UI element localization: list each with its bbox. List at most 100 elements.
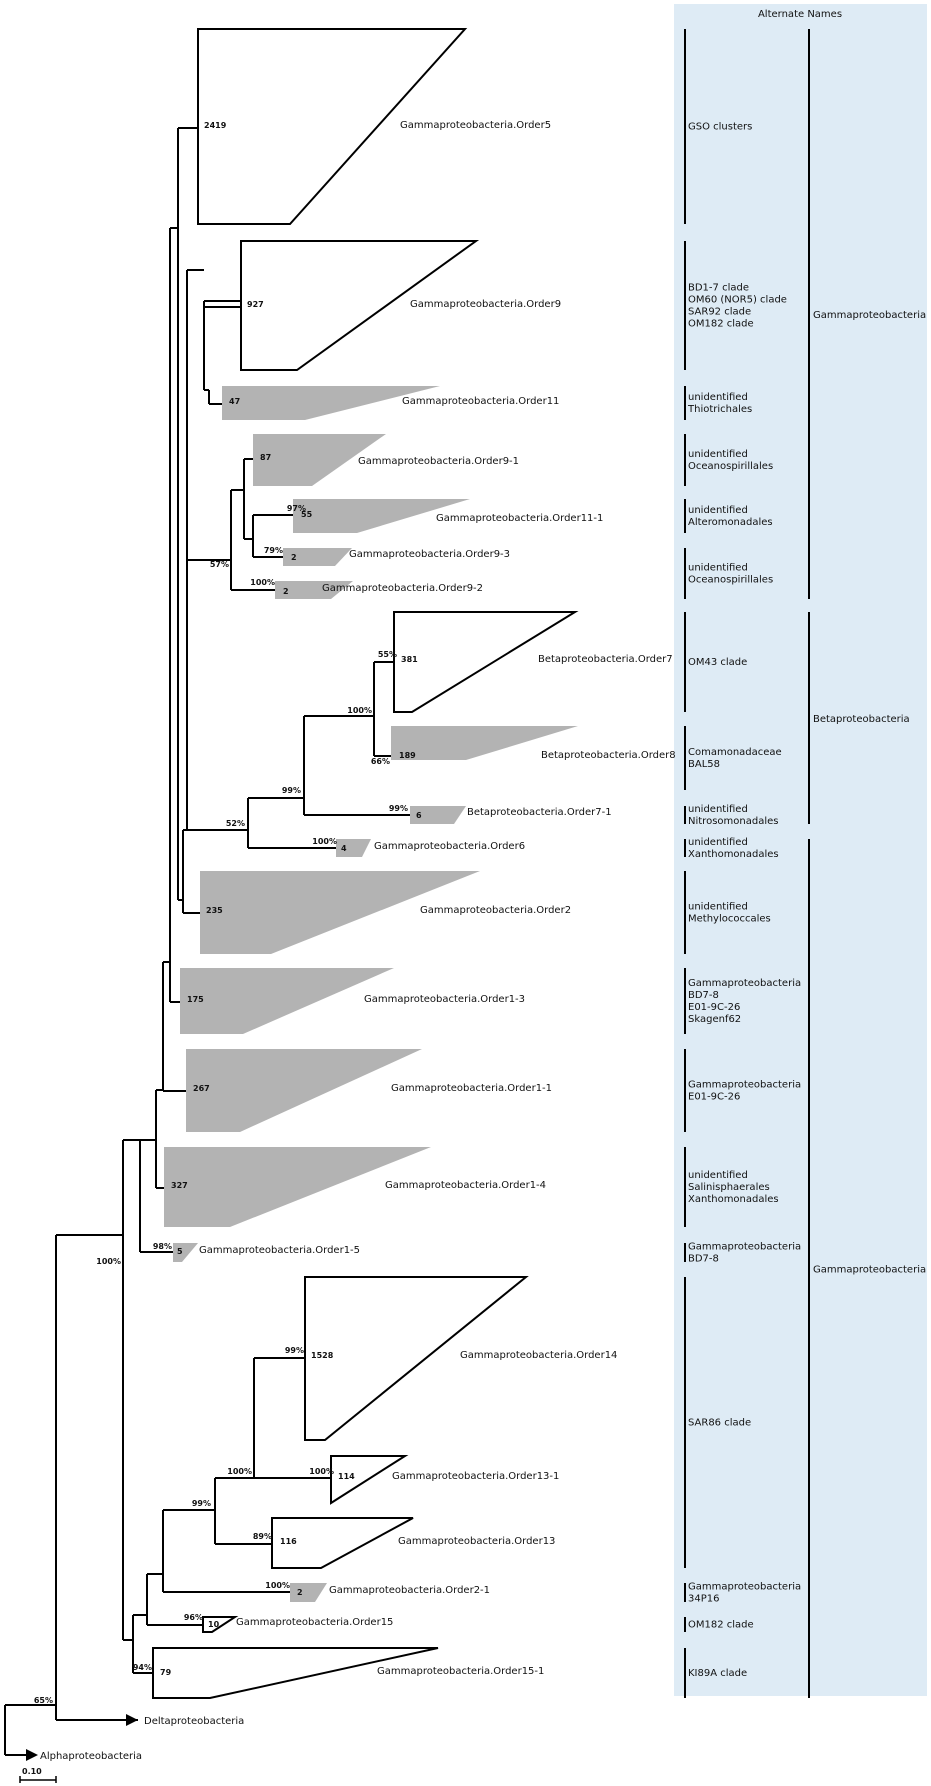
clade-order14 — [304, 1276, 529, 1441]
scale-bar-label: 0.10 — [22, 1767, 42, 1776]
alternate-name-text: Gammaproteobacteria — [688, 978, 801, 989]
clade-order1-4 — [164, 1147, 431, 1227]
alternate-name-text: OM43 clade — [688, 657, 747, 668]
clade-beta8 — [391, 726, 578, 760]
support-value: 52% — [226, 819, 245, 828]
class-name-text: Betaproteobacteria — [813, 714, 910, 725]
alternate-names-panel — [674, 4, 927, 1696]
alternate-name-text: Oceanospirillales — [688, 575, 773, 586]
tree-labels: Gammaproteobacteria.Order5 2419Gammaprote… — [34, 120, 676, 1762]
clade-label: Betaproteobacteria.Order7 — [538, 654, 673, 665]
support-value: 99% — [285, 1346, 304, 1355]
support-value: 99% — [282, 786, 301, 795]
alternate-name-text: unidentified — [688, 449, 748, 460]
class-name-text: Gammaproteobacteria — [813, 310, 926, 321]
alternate-name-text: 34P16 — [688, 1594, 719, 1605]
alternate-name-text: E01-9C-26 — [688, 1002, 740, 1013]
alternate-name-text: unidentified — [688, 392, 748, 403]
clade-order2-1 — [290, 1583, 327, 1602]
clade-order9-2 — [275, 581, 353, 599]
clade-order13-1 — [330, 1455, 409, 1505]
clade-count: 2 — [297, 1588, 303, 1597]
clade-label: Gammaproteobacteria.Order11-1 — [436, 513, 603, 524]
clade-count: 235 — [206, 906, 223, 915]
class-name-text: Gammaproteobacteria — [813, 1265, 926, 1276]
clade-label: Betaproteobacteria.Order8 — [541, 750, 676, 761]
alternate-name-text: BD7-8 — [688, 1254, 719, 1265]
support-value: 100% — [96, 1257, 121, 1266]
collapsed-clades — [152, 28, 579, 1699]
alternate-name-text: unidentified — [688, 837, 748, 848]
clade-label: Gammaproteobacteria.Order6 — [374, 841, 525, 852]
clade-label: Gammaproteobacteria.Order9-3 — [349, 549, 510, 560]
clade-label: Gammaproteobacteria.Order11 — [402, 396, 559, 407]
clade-label: Gammaproteobacteria.Order13 — [398, 1536, 555, 1547]
support-value: 99% — [192, 1499, 211, 1508]
support-value: 65% — [34, 1696, 53, 1705]
clade-count: 114 — [338, 1472, 355, 1481]
clade-count: 327 — [171, 1181, 188, 1190]
support-value: 100% — [312, 837, 337, 846]
clade-order15 — [202, 1616, 239, 1633]
clade-order13 — [271, 1517, 414, 1569]
support-value: 100% — [309, 1467, 334, 1476]
clade-label: Gammaproteobacteria.Order9-2 — [322, 583, 483, 594]
clade-label: Gammaproteobacteria.Order9-1 — [358, 456, 519, 467]
support-value: 98% — [153, 1242, 172, 1251]
alternate-name-text: unidentified — [688, 1170, 748, 1181]
clade-count: 927 — [247, 300, 264, 309]
clade-order9 — [240, 240, 480, 371]
alternate-name-text: Nitrosomonadales — [688, 816, 778, 827]
alternate-name-text: unidentified — [688, 902, 748, 913]
clade-label: Gammaproteobacteria.Order14 — [460, 1350, 617, 1361]
clade-label: Gammaproteobacteria.Order1-1 — [391, 1083, 552, 1094]
alternate-name-text: Methylococcales — [688, 914, 771, 925]
support-value: 57% — [210, 560, 229, 569]
clade-count: 267 — [193, 1084, 210, 1093]
clade-label: Gammaproteobacteria.Order1-4 — [385, 1180, 546, 1191]
support-value: 55% — [378, 650, 397, 659]
clade-order15-1 — [152, 1647, 439, 1699]
clade-count: 79 — [160, 1668, 172, 1677]
alternate-name-text: OM182 clade — [688, 1620, 754, 1631]
support-value: 100% — [227, 1467, 252, 1476]
clade-label: Gammaproteobacteria.Order15 — [236, 1617, 393, 1628]
support-value: 100% — [265, 1581, 290, 1590]
alternate-name-text: BD7-8 — [688, 990, 719, 1001]
clade-beta7 — [393, 611, 579, 713]
clade-count: 116 — [280, 1537, 297, 1546]
clade-label: Gammaproteobacteria.Order1-5 — [199, 1245, 360, 1256]
alternate-name-text: Oceanospirillales — [688, 461, 773, 472]
branches — [4, 127, 410, 1761]
clade-label: Gammaproteobacteria.Order2-1 — [329, 1585, 490, 1596]
alternate-name-text: Comamonadaceae — [688, 747, 782, 758]
clade-count: 1528 — [311, 1351, 334, 1360]
alternate-name-text: Gammaproteobacteria — [688, 1582, 801, 1593]
alternate-name-text: Thiotrichales — [687, 404, 752, 415]
clade-order11-1 — [293, 499, 470, 533]
alternate-name-text: OM60 (NOR5) clade — [688, 295, 787, 306]
alphaproteobacteria-arrow-icon — [26, 1749, 38, 1761]
clade-order1-5 — [173, 1243, 198, 1262]
clade-beta7-1 — [410, 806, 466, 824]
alternate-name-text: unidentified — [688, 804, 748, 815]
alternate-name-text: unidentified — [688, 505, 748, 516]
support-value: 66% — [371, 757, 390, 766]
clade-count: 175 — [187, 995, 204, 1004]
clade-order11 — [222, 386, 440, 420]
support-value: 94% — [133, 1663, 152, 1672]
clade-count: 2419 — [204, 121, 227, 130]
alternate-names-header: Alternate Names — [758, 9, 842, 20]
alternate-name-text: Xanthomonadales — [688, 849, 779, 860]
alternate-name-text: Alteromonadales — [688, 517, 773, 528]
clade-count: 10 — [208, 1620, 220, 1629]
clade-label: Gammaproteobacteria.Order5 — [400, 120, 551, 131]
alternate-name-text: unidentified — [688, 563, 748, 574]
clade-count: 189 — [399, 751, 416, 760]
support-value: 97% — [287, 504, 306, 513]
clade-label: Gammaproteobacteria.Order2 — [420, 905, 571, 916]
alternate-name-text: Skagenf62 — [688, 1014, 741, 1025]
support-value: 99% — [389, 804, 408, 813]
clade-label: Gammaproteobacteria.Order15-1 — [377, 1666, 544, 1677]
